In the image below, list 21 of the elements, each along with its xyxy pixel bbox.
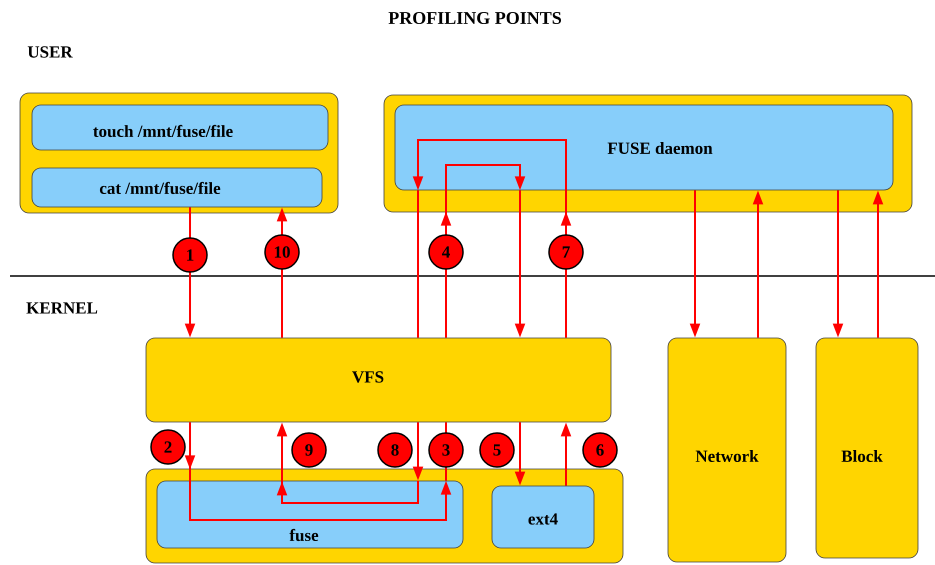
process-box: ext4	[492, 486, 594, 548]
callout-number: 4	[428, 234, 464, 270]
callout-number: 9	[291, 432, 327, 468]
process-box: touch /mnt/fuse/file	[32, 104, 328, 150]
callout-number: 10	[264, 234, 300, 270]
process-box: VFS	[146, 338, 612, 422]
section-label: KERNEL	[26, 302, 98, 314]
title: PROFILING POINTS	[388, 12, 561, 24]
callout-number: 7	[548, 234, 584, 270]
callout-number: 3	[428, 432, 464, 468]
callout-number: 8	[377, 432, 413, 468]
process-box: FUSE daemon	[394, 104, 894, 190]
callout-number: 5	[479, 432, 515, 468]
process-box: fuse	[156, 480, 464, 548]
process-box: cat /mnt/fuse/file	[32, 168, 322, 208]
callout-number: 2	[150, 429, 186, 465]
process-box: Network	[668, 338, 786, 562]
section-label: USER	[28, 46, 73, 58]
process-box: Block	[816, 338, 918, 558]
callout-number: 1	[172, 237, 208, 273]
callout-number: 6	[582, 432, 618, 468]
